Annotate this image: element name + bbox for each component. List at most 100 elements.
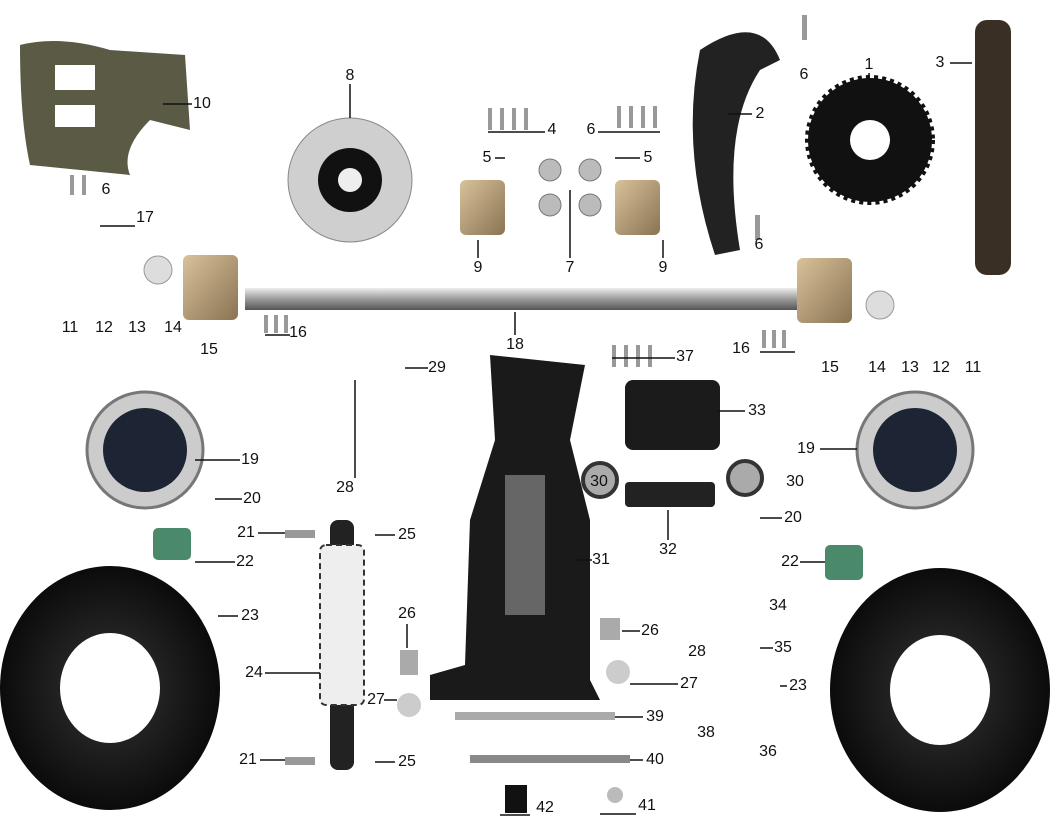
bracket-hole (55, 105, 95, 127)
callout-11: 11 (964, 359, 982, 376)
callout-40: 40 (646, 751, 664, 768)
washer (143, 255, 173, 285)
callout-19: 19 (797, 440, 815, 457)
callout-37: 37 (676, 348, 694, 365)
callout-23: 23 (789, 677, 807, 694)
callout-41: 41 (638, 797, 656, 814)
shaft (470, 755, 630, 763)
leader-lines (100, 62, 972, 816)
bushing (400, 650, 418, 675)
sprocket-center (850, 120, 890, 160)
callout-19: 19 (241, 451, 259, 468)
callout-28: 28 (688, 643, 706, 660)
bushing-black (505, 785, 527, 813)
callout-28: 28 (336, 479, 354, 496)
callout-10: 10 (193, 95, 211, 112)
cap-left (153, 528, 191, 560)
callout-32: 32 (659, 541, 677, 558)
chain (975, 20, 1011, 275)
tire-left-hole (60, 633, 160, 743)
callout-8: 8 (345, 67, 355, 84)
bearing-right (726, 459, 764, 497)
bracket-hole (55, 65, 95, 90)
callout-17: 17 (136, 209, 154, 226)
callout-27: 27 (680, 675, 698, 692)
hub-right (615, 180, 660, 235)
callout-30: 30 (786, 473, 804, 490)
callout-26: 26 (398, 605, 416, 622)
bearing-housing-right (797, 258, 852, 323)
callout-22: 22 (781, 553, 799, 570)
callout-5: 5 (643, 149, 653, 166)
callout-30: 30 (590, 473, 608, 490)
spacer-tube (625, 482, 715, 507)
callout-13: 13 (901, 359, 919, 376)
grease-nipple (607, 787, 623, 803)
callout-25: 25 (398, 526, 416, 543)
washer (397, 693, 421, 717)
callout-20: 20 (243, 490, 261, 507)
callout-39: 39 (646, 708, 664, 725)
callout-31: 31 (592, 551, 610, 568)
rim-right-center (873, 408, 957, 492)
shock-spring (319, 544, 365, 706)
callout-36: 36 (759, 743, 777, 760)
callout-21: 21 (237, 524, 255, 541)
bolts (70, 15, 807, 765)
callout-14: 14 (868, 359, 886, 376)
rear-axle (245, 288, 805, 310)
callout-2: 2 (755, 105, 765, 122)
arm-bracket (20, 41, 190, 175)
rim-left-center (103, 408, 187, 492)
callout-9: 9 (658, 259, 668, 276)
long-bolt (455, 712, 615, 720)
callout-9: 9 (473, 259, 483, 276)
callout-20: 20 (784, 509, 802, 526)
callout-27: 27 (367, 691, 385, 708)
callout-11: 11 (61, 319, 79, 336)
tire-right-hole (890, 635, 990, 745)
chain-guard (692, 32, 780, 255)
callout-16: 16 (289, 324, 307, 341)
axle-nuts (538, 158, 602, 217)
callout-3: 3 (935, 54, 945, 71)
callout-22: 22 (236, 553, 254, 570)
callout-42: 42 (536, 799, 554, 816)
callout-15: 15 (200, 341, 218, 358)
cap-right (825, 545, 863, 580)
frame-slot (505, 475, 545, 615)
callout-18: 18 (506, 336, 524, 353)
callout-6: 6 (586, 121, 596, 138)
washer (865, 290, 895, 320)
callout-25: 25 (398, 753, 416, 770)
callout-12: 12 (95, 319, 113, 336)
callout-5: 5 (482, 149, 492, 166)
bearing-housing-left (183, 255, 238, 320)
callout-35: 35 (774, 639, 792, 656)
bearing-left (581, 461, 619, 499)
bushing (600, 618, 620, 640)
callout-13: 13 (128, 319, 146, 336)
callout-1: 1 (864, 56, 874, 73)
brake-disc-center (338, 168, 362, 192)
callout-7: 7 (565, 259, 575, 276)
callout-12: 12 (932, 359, 950, 376)
washer (606, 660, 630, 684)
callout-21: 21 (239, 751, 257, 768)
hub-left (460, 180, 505, 235)
callout-14: 14 (164, 319, 182, 336)
callout-16: 16 (732, 340, 750, 357)
callout-4: 4 (547, 121, 557, 138)
callout-33: 33 (748, 402, 766, 419)
callout-34: 34 (769, 597, 787, 614)
callout-15: 15 (821, 359, 839, 376)
callout-6: 6 (101, 181, 111, 198)
callout-24: 24 (245, 664, 263, 681)
callout-6: 6 (799, 66, 809, 83)
callout-6: 6 (754, 236, 764, 253)
axle-hub-tube (625, 380, 720, 450)
callout-38: 38 (697, 724, 715, 741)
callout-26: 26 (641, 622, 659, 639)
